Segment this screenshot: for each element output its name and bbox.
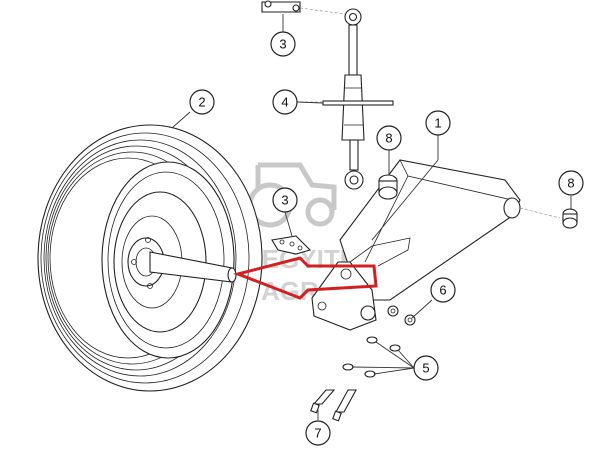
callout-3-middle-label: 3 (281, 193, 288, 208)
callout-2: 2 (189, 89, 215, 115)
callout-7-label: 7 (314, 426, 321, 441)
callout-8-right: 8 (558, 170, 584, 196)
part-8-bushing-right (562, 208, 578, 229)
part-6-bolts (387, 305, 416, 326)
callout-6-label: 6 (439, 283, 446, 298)
callout-4: 4 (272, 89, 298, 115)
callout-1: 1 (425, 110, 451, 136)
callout-5-label: 5 (422, 361, 429, 376)
part-3-chain-bracket (271, 211, 312, 255)
callout-8-left: 8 (376, 125, 402, 151)
callout-3-middle: 3 (272, 187, 298, 213)
callout-2-label: 2 (198, 95, 205, 110)
part-4-top-link (300, 8, 394, 190)
part-5-washers (342, 336, 401, 378)
callout-8-left-label: 8 (385, 131, 392, 146)
highlight-arrow (233, 256, 378, 300)
callout-1-label: 1 (434, 116, 441, 131)
callout-5: 5 (413, 355, 439, 381)
part-7-pins (310, 389, 357, 422)
leader-lines (171, 14, 572, 420)
callout-4-label: 4 (281, 95, 288, 110)
part-2-wheel (37, 124, 263, 392)
part-3-top-bracket (261, 0, 346, 15)
callout-3-top-label: 3 (279, 37, 286, 52)
callout-7: 7 (305, 420, 331, 446)
callout-6: 6 (430, 277, 456, 303)
callout-8-right-label: 8 (567, 176, 574, 191)
callout-3-top: 3 (270, 31, 296, 57)
part-8-bushing-left (378, 174, 398, 200)
